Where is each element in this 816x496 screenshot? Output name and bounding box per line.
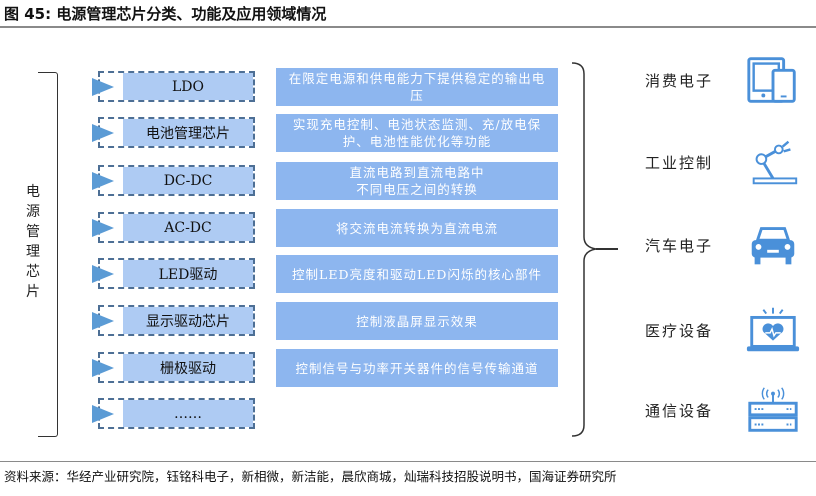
category-label: …… (123, 400, 253, 427)
arrow-icon (92, 265, 114, 283)
arrow-icon (92, 405, 114, 423)
category-label: 栅极驱动 (123, 354, 253, 381)
category-description: 直流电路到直流电路中 不同电压之间的转换 (276, 162, 558, 200)
router-icon (748, 387, 798, 432)
car-icon (751, 227, 795, 265)
category-label: LED驱动 (123, 260, 253, 287)
category-label: 电池管理芯片 (123, 119, 253, 146)
category-label: LDO (123, 73, 253, 100)
category-box: 电池管理芯片 (92, 117, 255, 148)
title-divider (0, 26, 816, 28)
left-bracket (38, 72, 58, 437)
application-label: 消费电子 (645, 72, 714, 90)
category-box: LDO (92, 71, 255, 102)
category-label: 显示驱动芯片 (123, 307, 253, 334)
application-label: 通信设备 (645, 402, 714, 420)
category-description: 将交流电流转换为直流电流 (276, 209, 558, 247)
arrow-icon (92, 172, 114, 190)
category-description: 实现充电控制、电池状态监测、充/放电保护、电池性能优化等功能 (276, 114, 558, 152)
phone-tablet-icon (747, 57, 796, 103)
application-label: 汽车电子 (645, 237, 714, 255)
category-description: 在限定电源和供电能力下提供稳定的输出电压 (276, 68, 558, 106)
arrow-icon (92, 78, 114, 96)
category-box: 栅极驱动 (92, 352, 255, 383)
arrow-icon (92, 312, 114, 330)
application-label: 工业控制 (645, 154, 714, 172)
category-box: …… (92, 398, 255, 429)
category-description: 控制信号与功率开关器件的信号传输通道 (276, 349, 558, 387)
arrow-icon (92, 124, 114, 142)
figure-title: 图 45: 电源管理芯片分类、功能及应用领域情况 (4, 5, 327, 23)
category-box: DC-DC (92, 165, 255, 196)
robot-arm-icon (752, 140, 798, 185)
category-label: AC-DC (123, 214, 253, 241)
category-box: 显示驱动芯片 (92, 305, 255, 336)
category-description: 控制液晶屏显示效果 (276, 302, 558, 340)
category-description: 控制LED亮度和驱动LED闪烁的核心部件 (276, 255, 558, 293)
category-label: DC-DC (123, 167, 253, 194)
application-label: 医疗设备 (645, 322, 714, 340)
category-box: LED驱动 (92, 258, 255, 289)
category-box: AC-DC (92, 212, 255, 243)
root-label: 电源管理芯片 (26, 184, 40, 300)
medical-laptop-icon (746, 307, 800, 352)
connector-line (596, 248, 618, 250)
arrow-icon (92, 359, 114, 377)
arrow-icon (92, 219, 114, 237)
source-note: 资料来源：华经产业研究院，钰铭科电子，新相微，新洁能，晨欣商城，灿瑞科技招股说明… (4, 469, 617, 484)
right-bracket (572, 62, 596, 437)
footer-divider (0, 461, 816, 462)
